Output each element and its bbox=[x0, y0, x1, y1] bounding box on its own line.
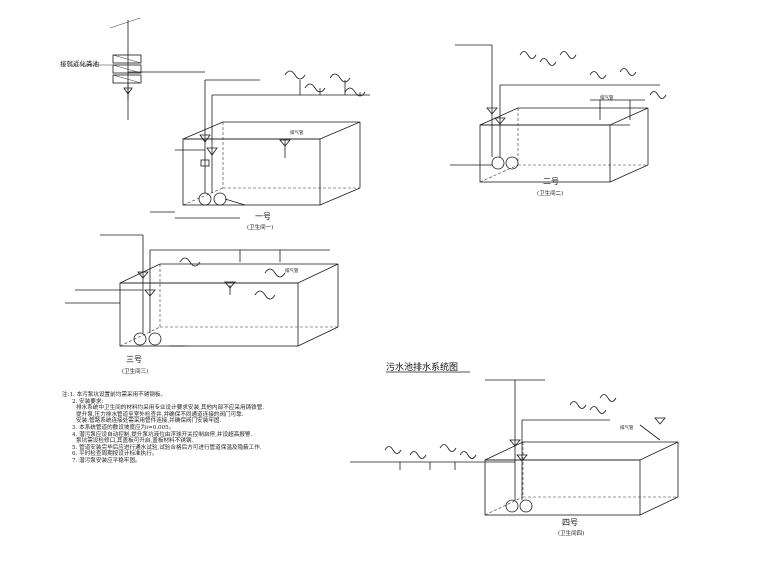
tank-2-diagram bbox=[450, 44, 667, 183]
side-riser-stack bbox=[109, 17, 205, 120]
note-line: 注:1. 本污泵坑设置前均需采用不锈钢板。 bbox=[62, 392, 167, 398]
tank-4-tag: 排气管 bbox=[620, 426, 634, 431]
note-line: 2. 安装要求: bbox=[72, 398, 104, 405]
note-line: 排水系统中卫生间的材料均采用专业设计要求安装,其他内部不应采用铸铁管. bbox=[76, 405, 265, 412]
tank-2-name: 二号 bbox=[543, 177, 559, 186]
side-label: 接就近化粪池 bbox=[60, 60, 99, 68]
note-line: 7. 潜污泵安装应平稳牢固。 bbox=[72, 457, 141, 464]
tank-1-sub: (卫生间一) bbox=[247, 225, 274, 231]
note-line: 安装:管路系统连接处需采用管件连接,并确保阀门安装牢固. bbox=[76, 418, 222, 425]
note-line: 4. 潜污泵应设自动控制,提升泵坑液位由浮球开关控制启停,并设超高报警. bbox=[72, 431, 253, 438]
note-line: 5. 管道安装完毕后应进行通水试验,试验合格后方可进行管道保温及隐蔽工作. bbox=[72, 444, 262, 451]
tank-1-diagram bbox=[150, 70, 370, 219]
notes-block: 注:1. 本污泵坑设置前均需采用不锈钢板。 2. 安装要求: 排水系统中卫生间的… bbox=[62, 392, 264, 465]
note-line: 6. 平时检查周期按设计标准执行。 bbox=[72, 451, 158, 458]
tank-3-sub: (卫生间三) bbox=[122, 369, 149, 375]
tank-2-sub: (卫生间二) bbox=[537, 191, 564, 197]
note-line: 3. 本系统管道的敷设坡度应为i=0.005。 bbox=[72, 424, 175, 431]
diagram-title: 污水池排水系统图 bbox=[386, 363, 459, 373]
tank-4-name: 四号 bbox=[562, 518, 578, 527]
tank-1-tag: 排气管 bbox=[290, 131, 304, 136]
tank-2-tag: 排气管 bbox=[600, 96, 614, 101]
tank-1-name: 一号 bbox=[255, 212, 271, 221]
tank-3-diagram bbox=[65, 234, 339, 347]
tank-4-sub: (卫生间四) bbox=[558, 531, 585, 537]
tank-3-name: 三号 bbox=[126, 355, 142, 364]
tank-3-tag: 排气管 bbox=[285, 269, 299, 274]
tank-4-diagram bbox=[350, 379, 679, 516]
note-line: 泵坑需设检修口,其盖板可开启,盖板材料不锈钢. bbox=[76, 438, 194, 445]
note-line: 提升泵,压力排水管道至室外检查井,并确保不同通道连接的阀门可靠. bbox=[76, 411, 244, 418]
